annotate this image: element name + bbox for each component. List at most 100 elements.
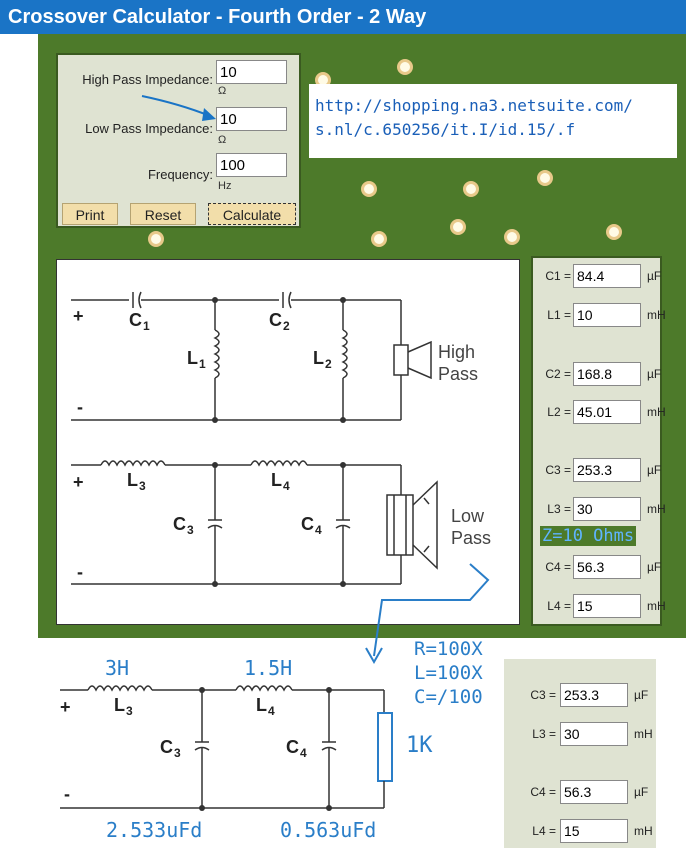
result-row-l1: L1 = 10 mH	[533, 303, 666, 327]
hp-minus-label: -	[77, 397, 83, 417]
scale-annotation-r: R=100X	[414, 638, 483, 660]
pcb-via	[537, 170, 553, 186]
result-value-l2[interactable]: 45.01	[573, 400, 641, 424]
results-panel: C1 = 84.4 µF L1 = 10 mH C2 = 168.8 µF L2…	[531, 256, 666, 626]
result-row-l3: L3 = 30 mH	[533, 497, 666, 521]
pcb-via	[371, 231, 387, 247]
result-unit: µF	[647, 560, 662, 574]
result-name: L1 =	[547, 308, 571, 322]
low-pass-impedance-unit: Ω	[218, 134, 227, 146]
result-unit: mH	[647, 308, 666, 322]
app-title: Crossover Calculator - Fourth Order - 2 …	[0, 0, 686, 34]
derived-c4-label: C	[286, 737, 299, 757]
crossover-schematic: + - + - C 1 C 2 L 1 L 2 L 3 L 4 C 3 C 4 …	[56, 259, 520, 625]
result-name: L4 =	[547, 599, 571, 613]
lp-plus-label: +	[73, 472, 84, 492]
high-pass-label-2: Pass	[438, 364, 478, 384]
result-unit: mH	[647, 599, 666, 613]
result-unit: µF	[647, 367, 662, 381]
result-unit: µF	[647, 463, 662, 477]
result-row-c3: C3 = 253.3 µF	[504, 683, 656, 707]
url-line-2: s.nl/c.650256/it.I/id.15/.f	[315, 120, 576, 139]
result-row-c1: C1 = 84.4 µF	[533, 264, 662, 288]
low-pass-label-2: Pass	[451, 528, 491, 548]
l3-label: L	[127, 470, 138, 490]
result-row-l3: L3 = 30 mH	[504, 722, 656, 746]
pcb-via	[606, 224, 622, 240]
frequency-input[interactable]: 100	[216, 153, 287, 177]
result-value-l3[interactable]: 30	[573, 497, 641, 521]
low-pass-impedance-input[interactable]: 10	[216, 107, 287, 131]
calculate-button[interactable]: Calculate	[208, 203, 296, 225]
frequency-label: Frequency:	[147, 167, 213, 182]
schematic-svg: + - + - C 1 C 2 L 1 L 2 L 3 L 4 C 3 C 4 …	[71, 291, 491, 587]
annotation-url: http://shopping.na3.netsuite.com/ s.nl/c…	[309, 84, 677, 158]
result-name: C3 =	[545, 463, 571, 477]
c4-subscript: 4	[315, 523, 322, 537]
l3-value-annotation: 3H	[105, 656, 130, 680]
result-value-c3[interactable]: 253.3	[560, 683, 628, 707]
result-value-l4[interactable]: 15	[560, 819, 628, 843]
derived-plus-label: +	[60, 697, 71, 717]
result-name: L4 =	[532, 824, 556, 838]
c1-label: C	[129, 310, 142, 330]
l4-value-annotation: 1.5H	[244, 656, 293, 680]
pcb-via	[148, 231, 164, 247]
derived-c3-subscript: 3	[174, 746, 181, 760]
result-value-c4[interactable]: 56.3	[560, 780, 628, 804]
result-value-c4[interactable]: 56.3	[573, 555, 641, 579]
l4-subscript: 4	[283, 479, 290, 493]
reset-button[interactable]: Reset	[130, 203, 196, 225]
result-name: C1 =	[545, 269, 571, 283]
derived-minus-label: -	[64, 784, 70, 804]
result-unit: mH	[647, 405, 666, 419]
hp-plus-label: +	[73, 306, 84, 326]
result-unit: µF	[647, 269, 662, 283]
frequency-unit: Hz	[218, 180, 232, 192]
high-pass-label-1: High	[438, 342, 475, 362]
result-unit: mH	[634, 727, 653, 741]
pcb-via	[463, 181, 479, 197]
result-value-l1[interactable]: 10	[573, 303, 641, 327]
scale-annotation-l: L=100X	[414, 662, 483, 684]
low-pass-label-1: Low	[451, 506, 485, 526]
l2-subscript: 2	[325, 357, 332, 371]
result-row-l4: L4 = 15 mH	[533, 594, 666, 618]
lp-minus-label: -	[77, 562, 83, 582]
l1-subscript: 1	[199, 357, 206, 371]
l4-label: L	[271, 470, 282, 490]
print-button[interactable]: Print	[62, 203, 118, 225]
url-line-1: http://shopping.na3.netsuite.com/	[315, 96, 633, 115]
derived-lowpass-schematic: + - L 3 L 4 C 3 C 4	[60, 685, 393, 811]
high-pass-impedance-input[interactable]: 10	[216, 60, 287, 84]
results-panel-copy: C3 = 253.3 µF L3 = 30 mH C4 = 56.3 µF L4…	[504, 659, 656, 848]
c1-subscript: 1	[143, 319, 150, 333]
c4-value-annotation: 0.563uFd	[280, 818, 377, 842]
c2-subscript: 2	[283, 319, 290, 333]
derived-c4-subscript: 4	[300, 746, 307, 760]
low-pass-impedance-label: Low Pass Impedance:	[85, 121, 213, 136]
high-pass-impedance-label: High Pass Impedance:	[82, 72, 213, 87]
result-value-c1[interactable]: 84.4	[573, 264, 641, 288]
result-name: L3 =	[532, 727, 556, 741]
result-row-l4: L4 = 15 mH	[504, 819, 656, 843]
derived-c3-label: C	[160, 737, 173, 757]
result-value-l3[interactable]: 30	[560, 722, 628, 746]
result-name: C4 =	[530, 785, 556, 799]
result-row-l2: L2 = 45.01 mH	[533, 400, 666, 424]
annotation-arrow-down	[365, 563, 490, 665]
high-pass-impedance-unit: Ω	[218, 85, 227, 97]
result-row-c2: C2 = 168.8 µF	[533, 362, 662, 386]
result-value-l4[interactable]: 15	[573, 594, 641, 618]
pcb-via	[504, 229, 520, 245]
result-name: L3 =	[547, 502, 571, 516]
result-value-c2[interactable]: 168.8	[573, 362, 641, 386]
result-unit: µF	[634, 688, 649, 702]
impedance-annotation: Z=10 Ohms	[540, 526, 637, 546]
result-row-c4: C4 = 56.3 µF	[533, 555, 662, 579]
c3-value-annotation: 2.533uFd	[106, 818, 203, 842]
result-name: C2 =	[545, 367, 571, 381]
result-value-c3[interactable]: 253.3	[573, 458, 641, 482]
result-row-c3: C3 = 253.3 µF	[533, 458, 662, 482]
result-name: C3 =	[530, 688, 556, 702]
